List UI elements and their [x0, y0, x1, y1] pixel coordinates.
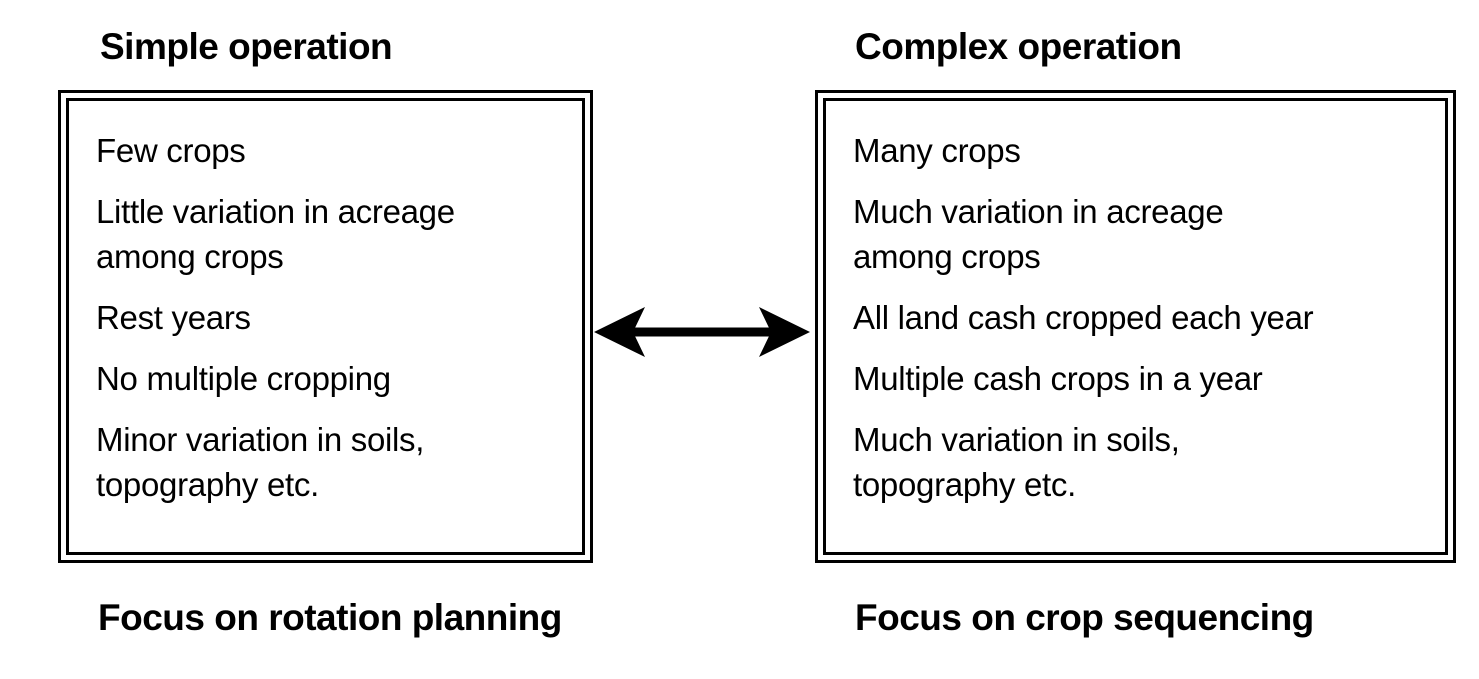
list-item: All land cash cropped each year	[853, 299, 1314, 336]
list-item: Much variation in soils, topography etc.	[853, 421, 1180, 503]
list-item: Multiple cash crops in a year	[853, 360, 1263, 397]
list-item: Much variation in acreage among crops	[853, 193, 1224, 275]
right-panel-heading: Complex operation	[855, 26, 1182, 67]
right-panel-box-inner: Many crops Much variation in acreage amo…	[823, 98, 1448, 555]
left-panel-heading: Simple operation	[100, 26, 393, 67]
double-headed-arrow-icon	[593, 302, 811, 362]
list-item: No multiple cropping	[96, 360, 391, 397]
list-item: Little variation in acreage among crops	[96, 193, 455, 275]
right-panel-footer: Focus on crop sequencing	[855, 597, 1314, 638]
left-panel-box: Few crops Little variation in acreage am…	[58, 90, 593, 563]
right-panel-box: Many crops Much variation in acreage amo…	[815, 90, 1456, 563]
left-panel-footer: Focus on rotation planning	[98, 597, 562, 638]
list-item: Minor variation in soils, topography etc…	[96, 421, 425, 503]
left-panel-box-inner: Few crops Little variation in acreage am…	[66, 98, 585, 555]
list-item: Few crops	[96, 132, 246, 169]
list-item: Rest years	[96, 299, 251, 336]
list-item: Many crops	[853, 132, 1021, 169]
